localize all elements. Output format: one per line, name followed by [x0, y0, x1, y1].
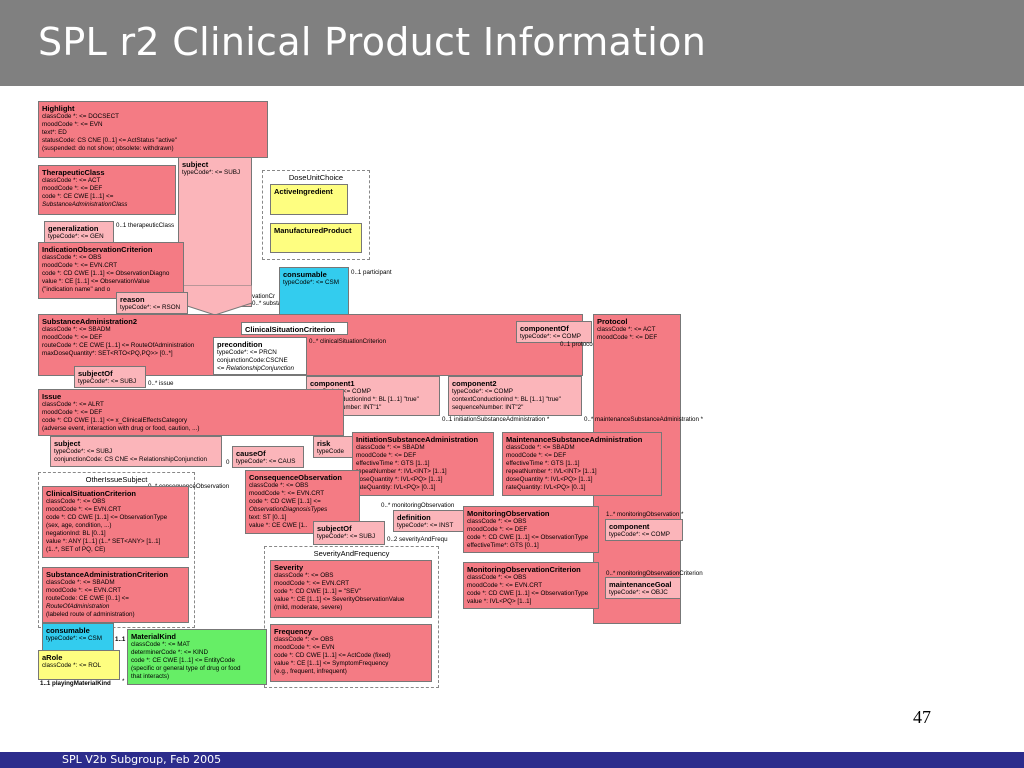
ovation-label: vationCr	[252, 293, 276, 300]
reason-relationship: reason typeCode*: <= RSON	[116, 292, 188, 314]
component2-relationship: component2 typeCode*: <= COMP contextCon…	[448, 376, 582, 416]
issue-class: Issue classCode *: <= ALRT moodCode *: <…	[38, 389, 344, 436]
clinical-situation-criterion: ClinicalSituationCriterion classCode *: …	[42, 486, 189, 558]
subject-top-box	[178, 157, 252, 307]
monitoring-observation-criterion: MonitoringObservationCriterion classCode…	[463, 562, 599, 609]
clinical-link-label: 0..* clinicalSituationCriterion	[309, 338, 387, 345]
therapeutic-class: TherapeuticClass classCode *: <= ACT moo…	[38, 165, 176, 215]
substance-administration2: SubstanceAdministration2 classCode *: <=…	[38, 314, 583, 376]
initiation-substance-administration: InitiationSubstanceAdministration classC…	[352, 432, 494, 496]
highlight-class: Highlight classCode *: <= DOCSECT moodCo…	[38, 101, 268, 158]
substance-administration-criterion: SubstanceAdministrationCriterion classCo…	[42, 567, 189, 623]
indication-observation-criterion: IndicationObservationCriterion classCode…	[38, 242, 184, 299]
component-right-relationship: component typeCode*: <= COMP	[605, 519, 683, 541]
manufactured-product-entity: ManufacturedProduct	[270, 223, 362, 253]
one-one-label: 1..1	[115, 636, 126, 643]
a-role: aRole classCode *: <= ROL	[38, 650, 120, 680]
definition-relationship: definition typeCode*: <= INST	[393, 510, 465, 532]
monitoring-link-label: 0..* monitoringObservation	[381, 502, 455, 509]
frequency-observation: Frequency classCode *: <= OBS moodCode *…	[270, 624, 432, 682]
page-number: 47	[913, 707, 931, 727]
slide-title: SPL r2 Clinical Product Information	[38, 20, 707, 64]
maintenance-link-label: 0..* maintenanceSubstanceAdministration …	[584, 416, 704, 423]
zero-label: 0	[226, 459, 230, 466]
subject-top-arrow	[178, 285, 252, 315]
risk-relationship: risk typeCode	[313, 436, 355, 458]
star-label: *	[122, 678, 125, 685]
playing-label: 1..1 playingMaterialKind	[40, 680, 111, 687]
slide-title-bar: SPL r2 Clinical Product Information	[0, 0, 1024, 86]
issue-link-label: 0..* issue	[148, 380, 174, 387]
initiation-link-label: 0..1 initiationSubstanceAdministration *	[442, 416, 550, 423]
consumable-participation-top: consumable typeCode*: <= CSM	[279, 267, 349, 315]
severity-observation: Severity classCode *: <= OBS moodCode *:…	[270, 560, 432, 618]
therapeutic-class-link-label: 0..1 therapeuticClass	[116, 222, 175, 229]
subject-of-relationship: subjectOf typeCode*: <= SUBJ	[74, 366, 146, 388]
protocol-link-label: 0..1 protoco	[560, 341, 593, 348]
component-of-relationship: componentOf typeCode*: <= COMP	[516, 321, 592, 343]
severity-link-label: 0..2 severityAndFrequ	[387, 536, 448, 543]
participant-label: 0..1 participant	[351, 269, 392, 276]
clinical-situation-label-box: ClinicalSituationCriterion	[241, 322, 348, 335]
subject-top-label: subject typeCode*: <= SUBJ	[182, 160, 241, 176]
active-ingredient-entity: ActiveIngredient	[270, 184, 348, 215]
subject-mid-relationship: subject typeCode*: <= SUBJ conjunctionCo…	[50, 436, 222, 467]
monitoring-observation: MonitoringObservation classCode *: <= OB…	[463, 506, 599, 553]
footer-bar: SPL V2b Subgroup, Feb 2005	[0, 752, 1024, 768]
maintenance-substance-administration: MaintenanceSubstanceAdministration class…	[502, 432, 662, 496]
maintenance-goal-relationship: maintenanceGoal typeCode*: <= OBJC	[605, 577, 681, 599]
material-kind-entity: MaterialKind classCode *: <= MAT determi…	[127, 629, 267, 685]
monitoring-criterion-link-label: 0..* monitoringObservationCriterion	[606, 570, 703, 577]
footer-text: SPL V2b Subgroup, Feb 2005	[62, 753, 222, 766]
precondition-relationship: precondition typeCode*: <= PRCN conjunct…	[213, 337, 307, 375]
monitoring-link-label-2: 1..* monitoringObservation *	[606, 511, 684, 518]
cause-of-relationship: causeOf typeCode*: <= CAUS	[232, 446, 304, 468]
consumable-participation-bottom: consumable typeCode*: <= CSM	[42, 623, 114, 651]
subject-of-relationship-2: subjectOf typeCode*: <= SUBJ	[313, 521, 385, 545]
